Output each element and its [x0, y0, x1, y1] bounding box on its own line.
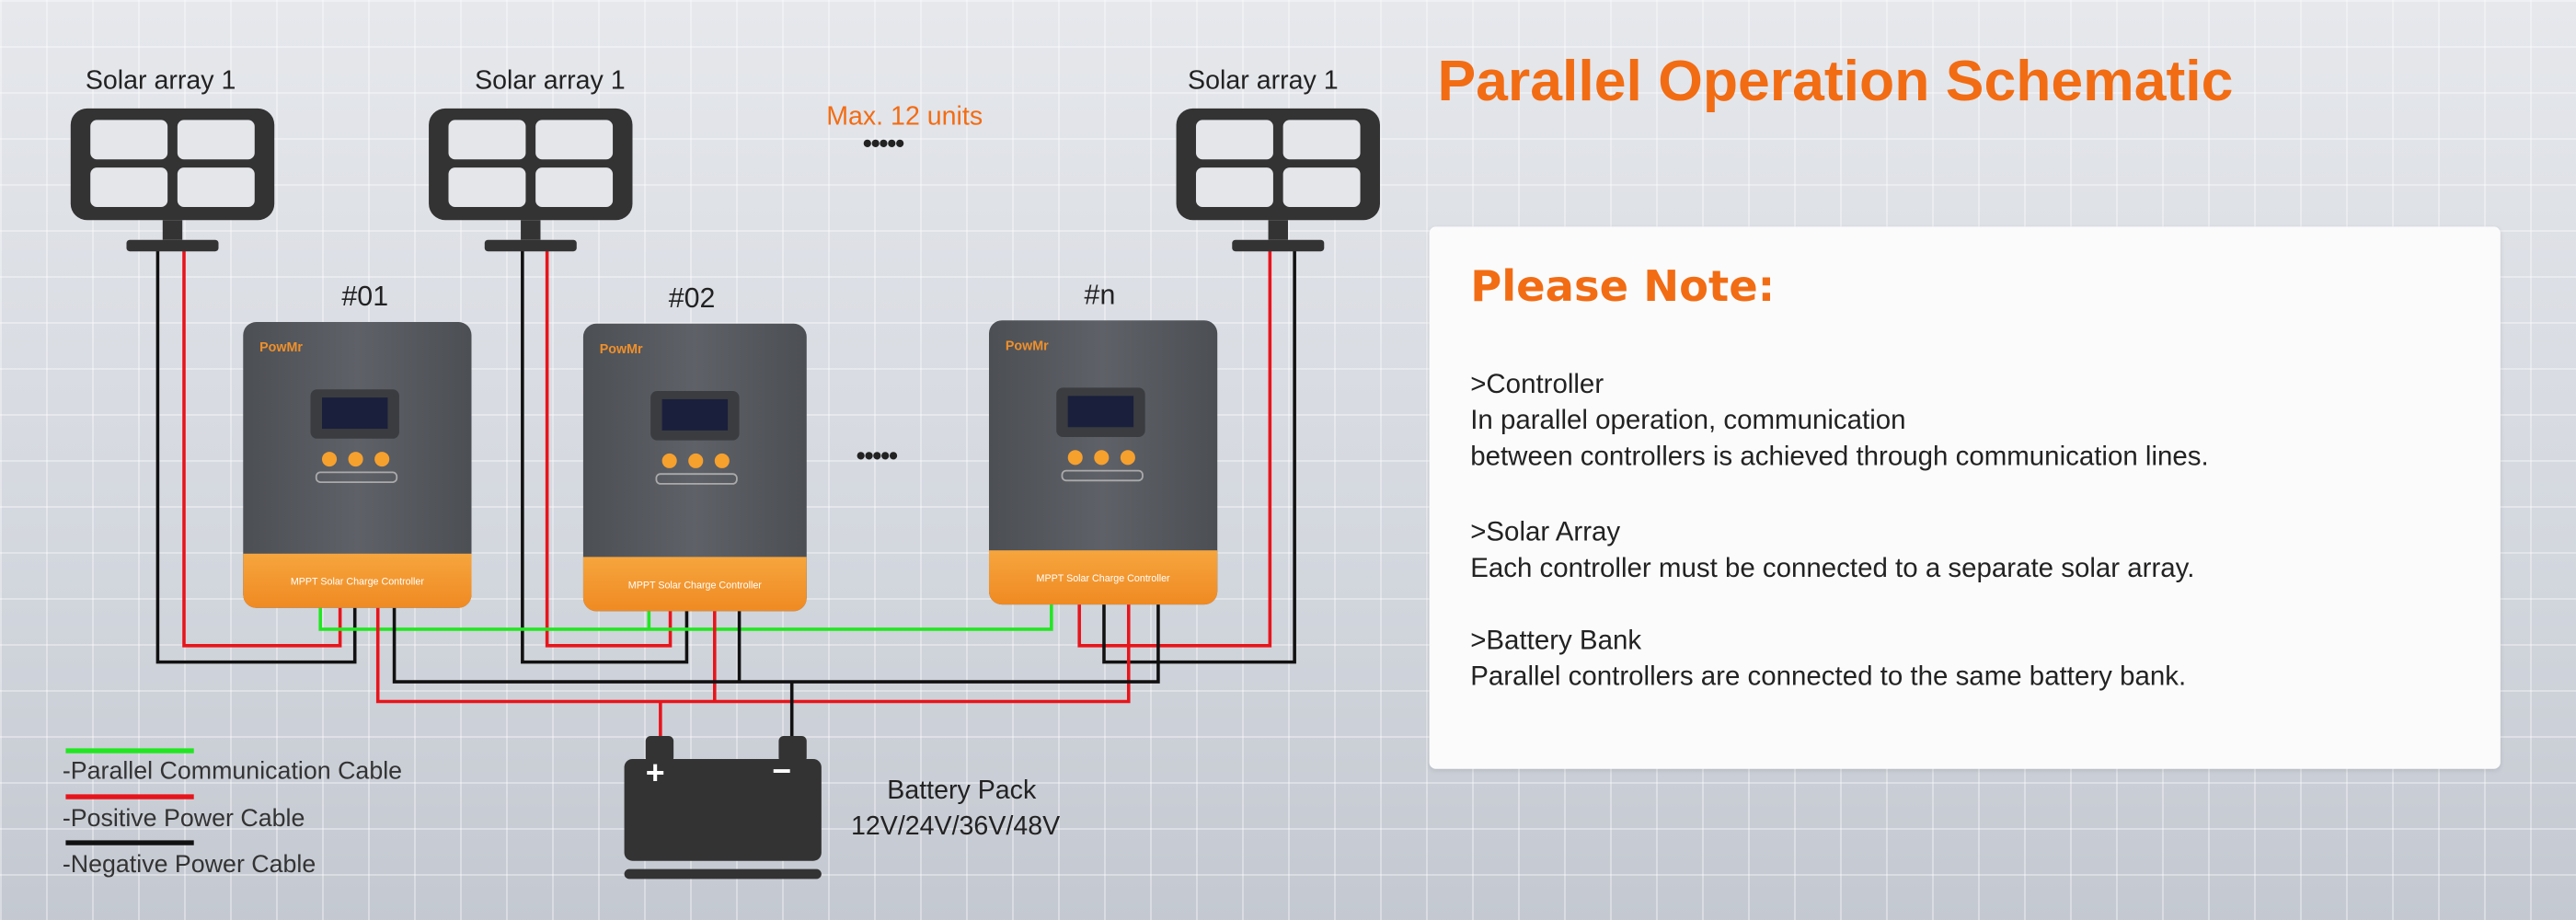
- legend-communication: -Parallel Communication Cable: [62, 757, 403, 786]
- solar-array-label: Solar array 1: [1188, 67, 1339, 96]
- button-labels: [1061, 469, 1144, 482]
- note-section-title: >Battery Bank: [1470, 626, 1642, 656]
- solar-array-label: Solar array 1: [475, 67, 626, 96]
- positive-cable: [1077, 249, 1272, 648]
- negative-cable: [521, 249, 689, 664]
- solar-panel-icon: [70, 108, 275, 252]
- communication-cable: [318, 604, 1053, 631]
- controller-button: [348, 452, 363, 467]
- charge-controller-02: PowMr MPPT Solar Charge Controller: [582, 323, 807, 612]
- controller-footer: MPPT Solar Charge Controller: [243, 553, 472, 608]
- controller-label: #01: [341, 281, 389, 313]
- controller-label: #02: [668, 282, 716, 315]
- ellipsis-dots: •••••: [862, 128, 904, 160]
- note-heading: Please Note:: [1470, 262, 1776, 313]
- legend-positive: -Positive Power Cable: [62, 804, 305, 834]
- battery-voltages: 12V/24V/36V/48V: [850, 812, 1061, 842]
- page-title: Parallel Operation Schematic: [1437, 49, 2234, 114]
- note-text: In parallel operation, communication: [1470, 406, 1906, 436]
- solar-panels: [70, 108, 1380, 252]
- lcd-screen: [310, 389, 399, 439]
- note-section-title: >Solar Array: [1470, 517, 1621, 547]
- controller-button: [374, 452, 390, 467]
- battery-plus-sign: +: [645, 755, 665, 792]
- brand-logo: PowMr: [599, 341, 643, 357]
- note-section-title: >Controller: [1470, 369, 1604, 399]
- battery-minus-sign: −: [772, 753, 792, 790]
- note-text: Parallel controllers are connected to th…: [1470, 661, 2187, 692]
- positive-cable: [182, 249, 342, 648]
- legend-negative: -Negative Power Cable: [62, 850, 316, 880]
- controller-button: [1120, 450, 1135, 466]
- charge-controller-n: PowMr MPPT Solar Charge Controller: [988, 320, 1218, 605]
- max-units-label: Max. 12 units: [826, 103, 983, 132]
- controller-button: [688, 453, 704, 468]
- controller-button: [1067, 450, 1083, 466]
- ellipsis-dots: •••••: [856, 440, 898, 472]
- negative-cable: [392, 604, 1160, 684]
- charge-controller-01: PowMr MPPT Solar Charge Controller: [243, 321, 472, 608]
- brand-logo: PowMr: [259, 339, 303, 355]
- negative-cable: [155, 249, 357, 664]
- positive-cable: [375, 604, 1131, 704]
- note-panel: Please Note: >Controller In parallel ope…: [1429, 226, 2501, 769]
- negative-cable: [1102, 249, 1296, 664]
- controller-button: [321, 452, 338, 467]
- controller-label: #n: [1084, 279, 1116, 311]
- controller-button: [1094, 450, 1110, 466]
- solar-panel-icon: [1176, 108, 1380, 252]
- battery-pack-label: Battery Pack: [887, 776, 1037, 805]
- lcd-screen: [650, 390, 740, 441]
- solar-array-label: Solar array 1: [85, 67, 236, 96]
- controller-footer: MPPT Solar Charge Controller: [988, 550, 1218, 605]
- controller-button: [714, 453, 730, 468]
- controller-button: [661, 453, 677, 468]
- note-text: between controllers is achieved through …: [1470, 442, 2209, 472]
- lcd-screen: [1056, 387, 1145, 437]
- brand-logo: PowMr: [1005, 338, 1049, 353]
- button-labels: [655, 473, 738, 485]
- note-text: Each controller must be connected to a s…: [1470, 553, 2195, 583]
- controller-footer: MPPT Solar Charge Controller: [582, 557, 807, 612]
- button-labels: [315, 471, 398, 483]
- solar-panel-icon: [429, 108, 633, 252]
- battery-icon: [624, 735, 822, 880]
